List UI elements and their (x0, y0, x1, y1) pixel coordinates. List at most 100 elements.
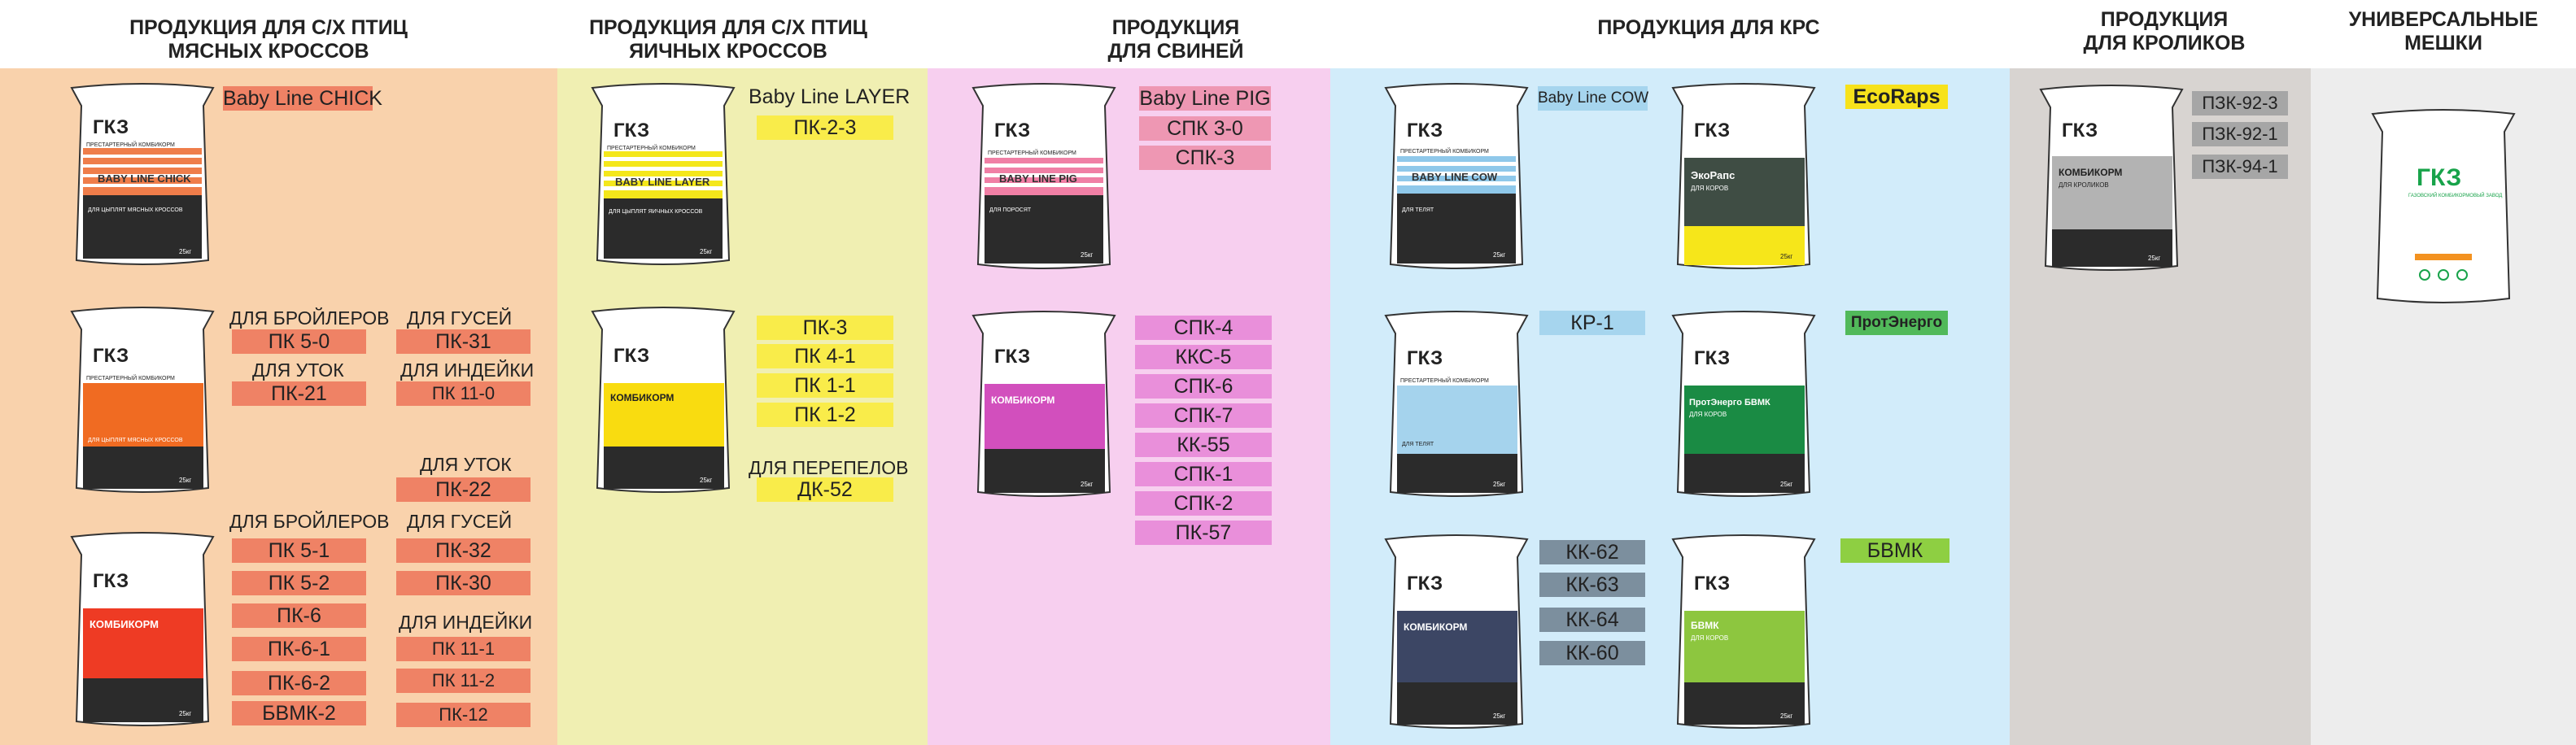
svg-text:25кг: 25кг (2148, 255, 2160, 262)
svg-text:25кг: 25кг (1780, 481, 1792, 488)
svg-text:ПротЭнерго БВМК: ПротЭнерго БВМК (1689, 398, 1770, 407)
tag-pk-6-1[interactable]: ПК-6-1 (232, 637, 366, 661)
tag-baby-line-chick[interactable]: Baby Line CHICK (223, 86, 382, 111)
svg-text:КОМБИКОРМ: КОМБИКОРМ (610, 392, 674, 403)
tag-pk-3[interactable]: ПК-3 (757, 316, 893, 340)
product-bag-ecoraps[interactable]: ГКЗ ЭкоРапс ДЛЯ КОРОВ 25кг (1666, 81, 1821, 269)
svg-text:ДЛЯ КОРОВ: ДЛЯ КОРОВ (1689, 411, 1727, 418)
tag-pk-12[interactable]: ПК-12 (396, 703, 530, 727)
svg-text:ГАЗОВСКИЙ КОМБИКОРМОВЫЙ ЗАВОД: ГАЗОВСКИЙ КОМБИКОРМОВЫЙ ЗАВОД (2408, 192, 2502, 198)
tag-pk-6-2[interactable]: ПК-6-2 (232, 671, 366, 695)
tag-pk-1-2[interactable]: ПК 1-2 (757, 403, 893, 427)
product-bag-cow-combikorm[interactable]: ГКЗ КОМБИКОРМ 25кг (1379, 533, 1534, 729)
tag-pk-21[interactable]: ПК-21 (232, 381, 366, 406)
svg-text:ДЛЯ ЦЫПЛЯТ МЯСНЫХ КРОССОВ: ДЛЯ ЦЫПЛЯТ МЯСНЫХ КРОССОВ (88, 438, 183, 443)
svg-text:ГКЗ: ГКЗ (2062, 120, 2098, 142)
tag-pk-11-2[interactable]: ПК 11-2 (396, 669, 530, 693)
product-bag-rabbit[interactable]: ГКЗ КОМБИКОРМ ДЛЯ КРОЛИКОВ 25кг (2034, 83, 2189, 271)
tag-spk-3-0[interactable]: СПК 3-0 (1139, 116, 1271, 141)
tag-pk-11-1[interactable]: ПК 11-1 (396, 637, 530, 661)
tag-pk-22[interactable]: ПК-22 (396, 477, 530, 502)
svg-text:25кг: 25кг (1081, 251, 1093, 259)
tag-pk-1-1[interactable]: ПК 1-1 (757, 373, 893, 398)
product-bag-baby-line-cow[interactable]: ГКЗ ПРЕСТАРТЕРНЫЙ КОМБИКОРМ BABY LINE CO… (1379, 81, 1534, 269)
tag-pk-6[interactable]: ПК-6 (232, 603, 366, 628)
tag-kks-5[interactable]: ККС-5 (1135, 345, 1272, 369)
tag-pk-57[interactable]: ПК-57 (1135, 521, 1272, 545)
tag-baby-line-cow[interactable]: Baby Line COW (1538, 86, 1648, 111)
svg-text:ПРЕСТАРТЕРНЫЙ КОМБИКОРМ: ПРЕСТАРТЕРНЫЙ КОМБИКОРМ (86, 141, 175, 148)
tag-pk-31[interactable]: ПК-31 (396, 329, 530, 354)
tag-pk-5-2[interactable]: ПК 5-2 (232, 571, 366, 595)
svg-text:КОМБИКОРМ: КОМБИКОРМ (2059, 167, 2122, 178)
product-bag-bvmk[interactable]: ГКЗ БВМК ДЛЯ КОРОВ 25кг (1666, 533, 1821, 729)
tag-kk-60[interactable]: КК-60 (1539, 641, 1645, 665)
svg-text:25кг: 25кг (179, 710, 191, 717)
svg-text:25кг: 25кг (700, 248, 712, 255)
tag-kk-63[interactable]: КК-63 (1539, 573, 1645, 597)
tag-kr-1[interactable]: КР-1 (1539, 311, 1645, 335)
svg-text:КОМБИКОРМ: КОМБИКОРМ (991, 394, 1054, 406)
tag-spk-7[interactable]: СПК-7 (1135, 403, 1272, 428)
label-for-ducks-2: ДЛЯ УТОК (420, 454, 512, 475)
label-for-quail: ДЛЯ ПЕРЕПЕЛОВ (749, 457, 909, 478)
tag-pk-32[interactable]: ПК-32 (396, 538, 530, 563)
product-bag-meat-orange[interactable]: ГКЗ ПРЕСТАРТЕРНЫЙ КОМБИКОРМ ДЛЯ ЦЫПЛЯТ М… (65, 305, 220, 493)
tag-kk-55[interactable]: КК-55 (1135, 433, 1272, 457)
tag-protenergo[interactable]: ПротЭнерго (1845, 311, 1948, 335)
tag-pzk-92-3[interactable]: ПЗК-92-3 (2192, 91, 2288, 115)
product-bag-baby-line-chick[interactable]: ГКЗ ПРЕСТАРТЕРНЫЙ КОМБИКОРМ BABY LINE CH… (65, 81, 220, 265)
label-for-broilers: ДЛЯ БРОЙЛЕРОВ (229, 307, 390, 329)
tag-pk-4-1[interactable]: ПК 4-1 (757, 344, 893, 368)
tag-pzk-92-1[interactable]: ПЗК-92-1 (2192, 122, 2288, 146)
product-bag-baby-line-layer[interactable]: ГКЗ ПРЕСТАРТЕРНЫЙ КОМБИКОРМ BABY LINE LA… (586, 81, 740, 265)
product-bag-egg-combikorm[interactable]: ГКЗ КОМБИКОРМ 25кг (586, 305, 740, 493)
svg-text:ДЛЯ КРОЛИКОВ: ДЛЯ КРОЛИКОВ (2059, 181, 2109, 189)
tag-pk-11-0[interactable]: ПК 11-0 (396, 381, 530, 406)
product-bag-pig-combikorm[interactable]: ГКЗ КОМБИКОРМ 25кг (967, 309, 1121, 497)
tag-spk-6[interactable]: СПК-6 (1135, 374, 1272, 399)
product-bag-cow-prestarter[interactable]: ГКЗ ПРЕСТАРТЕРНЫЙ КОМБИКОРМ ДЛЯ ТЕЛЯТ 25… (1379, 309, 1534, 497)
svg-text:ДЛЯ КОРОВ: ДЛЯ КОРОВ (1691, 185, 1728, 192)
svg-text:ПРЕСТАРТЕРНЫЙ КОМБИКОРМ: ПРЕСТАРТЕРНЫЙ КОМБИКОРМ (988, 149, 1076, 156)
svg-text:БВМК: БВМК (1691, 620, 1719, 631)
product-bag-universal[interactable]: ГКЗ ГАЗОВСКИЙ КОМБИКОРМОВЫЙ ЗАВОД (2366, 107, 2521, 303)
svg-text:25кг: 25кг (1780, 712, 1792, 720)
tag-spk-2[interactable]: СПК-2 (1135, 491, 1272, 516)
tag-pzk-94-1[interactable]: ПЗК-94-1 (2192, 155, 2288, 179)
svg-text:ДЛЯ ПОРОСЯТ: ДЛЯ ПОРОСЯТ (989, 207, 1032, 213)
tag-pk-30[interactable]: ПК-30 (396, 571, 530, 595)
label-for-geese: ДЛЯ ГУСЕЙ (407, 307, 513, 329)
tag-pk-5-0[interactable]: ПК 5-0 (232, 329, 366, 354)
tag-kk-64[interactable]: КК-64 (1539, 608, 1645, 632)
tag-spk-1[interactable]: СПК-1 (1135, 462, 1272, 486)
tag-ecoraps[interactable]: EcoRaps (1845, 85, 1948, 109)
tag-bvmk[interactable]: БВМК (1840, 538, 1949, 563)
product-bag-protenergo[interactable]: ГКЗ ПротЭнерго БВМК ДЛЯ КОРОВ 25кг (1666, 309, 1821, 497)
tag-spk-4[interactable]: СПК-4 (1135, 316, 1272, 340)
svg-text:ДЛЯ КОРОВ: ДЛЯ КОРОВ (1691, 634, 1728, 642)
svg-text:ГКЗ: ГКЗ (994, 120, 1030, 142)
product-bag-baby-line-pig[interactable]: ГКЗ ПРЕСТАРТЕРНЫЙ КОМБИКОРМ BABY LINE PI… (967, 81, 1121, 269)
svg-text:ГКЗ: ГКЗ (994, 346, 1030, 368)
tag-pk-5-1[interactable]: ПК 5-1 (232, 538, 366, 563)
svg-text:ГКЗ: ГКЗ (1694, 347, 1730, 369)
product-bag-meat-red[interactable]: ГКЗ КОМБИКОРМ 25кг (65, 530, 220, 726)
tag-baby-line-pig[interactable]: Baby Line PIG (1139, 86, 1271, 111)
svg-text:25кг: 25кг (1493, 712, 1505, 720)
label-for-broilers-2: ДЛЯ БРОЙЛЕРОВ (229, 511, 390, 532)
tag-bvmk-2[interactable]: БВМК-2 (232, 701, 366, 725)
tag-pk-2-3[interactable]: ПК-2-3 (757, 115, 893, 140)
tag-dk-52[interactable]: ДК-52 (757, 477, 893, 502)
label-for-turkey-2: ДЛЯ ИНДЕЙКИ (399, 612, 533, 633)
svg-text:BABY LINE PIG: BABY LINE PIG (999, 172, 1077, 185)
tag-spk-3[interactable]: СПК-3 (1139, 146, 1271, 170)
tag-kk-62[interactable]: КК-62 (1539, 540, 1645, 564)
tag-baby-line-layer[interactable]: Baby Line LAYER (749, 85, 910, 108)
svg-text:ГКЗ: ГКЗ (1694, 573, 1730, 595)
label-for-geese-2: ДЛЯ ГУСЕЙ (407, 511, 513, 532)
svg-text:ГКЗ: ГКЗ (93, 570, 129, 592)
